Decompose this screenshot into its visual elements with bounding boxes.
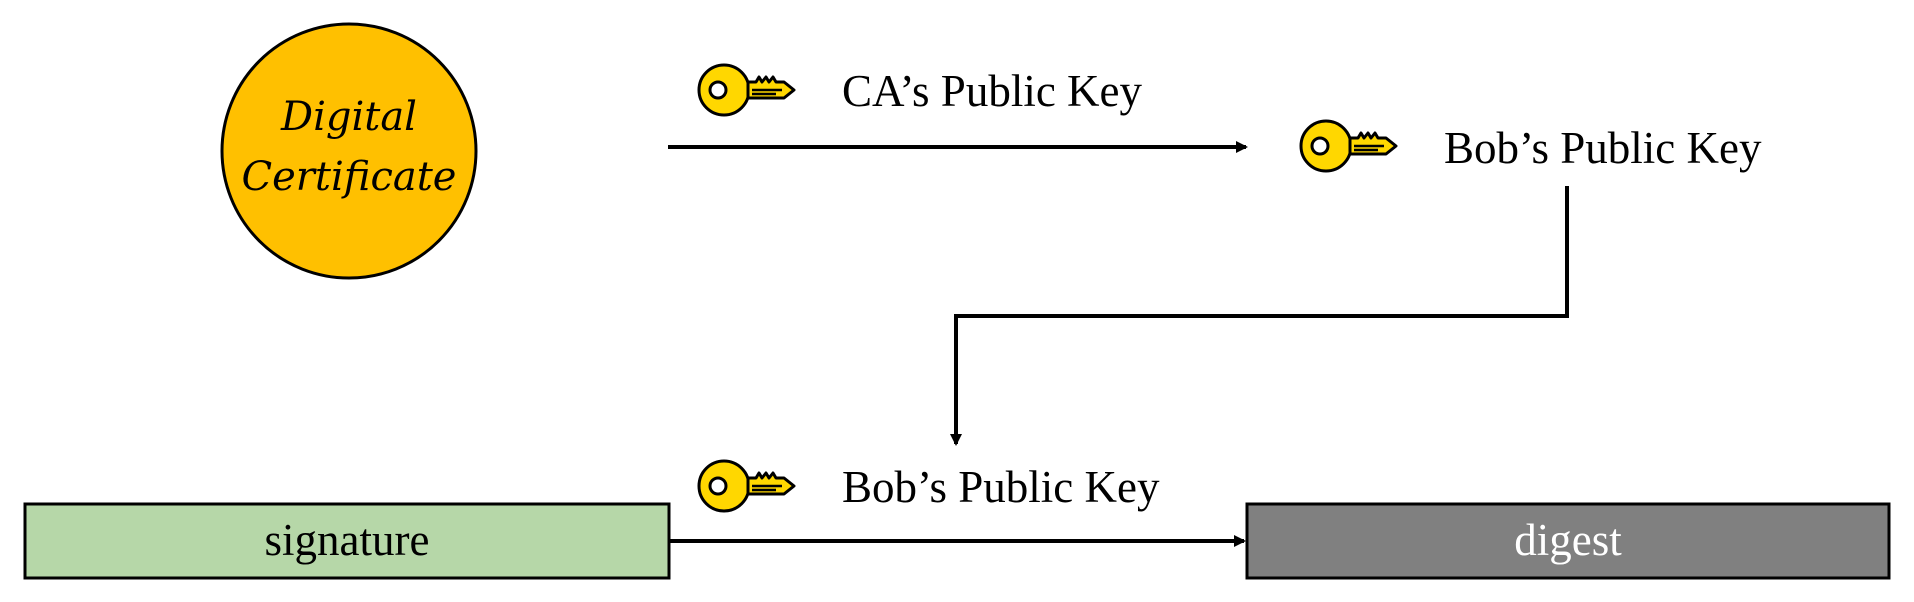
connector-bob-key-down <box>950 186 1569 446</box>
bob-public-key-top-group: Bob’s Public Key <box>1299 119 1762 173</box>
signature-box: signature <box>23 502 671 580</box>
ca-public-key-group: CA’s Public Key <box>697 63 1143 117</box>
certificate-line1: Digital <box>280 94 417 140</box>
key-icon <box>1299 119 1398 173</box>
key-icon <box>697 459 796 513</box>
bob-public-key-top-label: Bob’s Public Key <box>1444 123 1762 173</box>
digital-certificate: Digital Certificate <box>220 22 478 280</box>
bob-public-key-bottom-label: Bob’s Public Key <box>842 462 1160 512</box>
bob-public-key-bottom-group: Bob’s Public Key <box>697 459 1160 513</box>
certificate-circle <box>220 22 478 280</box>
ca-public-key-label: CA’s Public Key <box>842 66 1143 116</box>
certificate-line2: Certificate <box>242 154 457 200</box>
digest-box: digest <box>1245 502 1891 580</box>
key-icon <box>697 63 796 117</box>
signature-label: signature <box>265 515 430 565</box>
digest-label: digest <box>1514 515 1622 565</box>
